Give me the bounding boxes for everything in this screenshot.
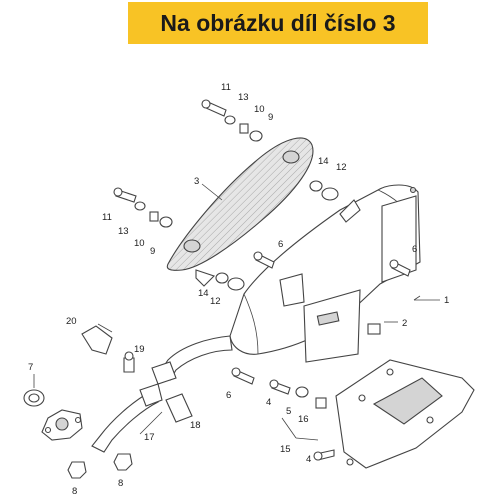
- bolt-part-6-upper[interactable]: [253, 251, 275, 269]
- bolt-part-11-mid[interactable]: [113, 187, 137, 203]
- callout-7: 7: [28, 362, 33, 373]
- bolt-part-6-right[interactable]: [389, 259, 411, 277]
- bolt-part-19[interactable]: [123, 351, 135, 373]
- callout-12-upper: 12: [336, 162, 347, 173]
- washer-part-9-mid[interactable]: [159, 216, 173, 228]
- bolt-part-4-upper[interactable]: [269, 379, 291, 395]
- title-banner: Na obrázku díl číslo 3: [128, 2, 428, 44]
- callout-13-top: 13: [238, 92, 249, 103]
- callout-9-mid: 9: [150, 246, 155, 257]
- callout-12-lower: 12: [210, 296, 221, 307]
- washer-part-9-top[interactable]: [249, 130, 263, 142]
- callout-6-lower: 6: [226, 390, 231, 401]
- collar-part-16[interactable]: [315, 397, 327, 409]
- callout-16: 16: [298, 414, 309, 425]
- callout-9-top: 9: [268, 112, 273, 123]
- washer-part-14-upper[interactable]: [309, 180, 323, 192]
- bolt-part-6-lower[interactable]: [231, 367, 255, 385]
- muffler-body-part[interactable]: [229, 184, 421, 363]
- leader-lines: [33, 183, 440, 441]
- callout-2: 2: [402, 318, 407, 329]
- callout-11-top: 11: [221, 82, 231, 93]
- callout-4-upper: 4: [266, 397, 271, 408]
- callout-8-left: 8: [72, 486, 77, 497]
- callout-1: 1: [444, 295, 449, 306]
- washer-part-12-upper[interactable]: [321, 187, 339, 201]
- nut-part-left[interactable]: [67, 461, 87, 479]
- callout-10-top: 10: [254, 104, 265, 115]
- callout-labels: 1 2 3 4 4 5 6 6 6 7 8 8 9 9 10 10 11 11 …: [28, 82, 449, 497]
- callout-20: 20: [66, 316, 77, 327]
- callout-14-lower: 14: [198, 288, 209, 299]
- bolt-part-11-top[interactable]: [201, 99, 227, 117]
- gasket-part[interactable]: [23, 389, 45, 407]
- banner-text: Na obrázku díl číslo 3: [160, 9, 396, 36]
- heat-shield-part[interactable]: [166, 137, 314, 287]
- callout-19: 19: [134, 344, 145, 355]
- collar-part-2[interactable]: [367, 323, 381, 335]
- callout-6-upper: 6: [278, 239, 283, 250]
- callout-6-right: 6: [412, 244, 417, 255]
- callout-3: 3: [194, 176, 199, 187]
- callout-5: 5: [286, 406, 291, 417]
- bolt-part-4-lower[interactable]: [313, 449, 335, 461]
- exhaust-pipe-part[interactable]: [41, 335, 233, 453]
- callout-17: 17: [144, 432, 155, 443]
- sleeve-part[interactable]: [165, 393, 193, 423]
- callout-15: 15: [280, 444, 291, 455]
- washer-part-12-lower[interactable]: [227, 277, 245, 291]
- callout-4-lower: 4: [306, 454, 311, 465]
- collar-part-10-top[interactable]: [239, 123, 249, 134]
- callout-13-mid: 13: [118, 226, 129, 237]
- washer-part-13-mid[interactable]: [134, 201, 146, 211]
- bracket-part[interactable]: [81, 325, 113, 355]
- collar-part-10-mid[interactable]: [149, 211, 159, 222]
- washer-part-13-top[interactable]: [224, 115, 236, 125]
- callout-8-right: 8: [118, 478, 123, 489]
- side-guard-part[interactable]: [335, 359, 475, 469]
- callout-11-mid: 11: [102, 212, 112, 223]
- callout-14-upper: 14: [318, 156, 329, 167]
- washer-part-14-lower[interactable]: [215, 272, 229, 284]
- collar-part-5[interactable]: [295, 386, 309, 398]
- callout-10-mid: 10: [134, 238, 145, 249]
- nut-part-right[interactable]: [113, 453, 133, 471]
- callout-18: 18: [190, 420, 201, 431]
